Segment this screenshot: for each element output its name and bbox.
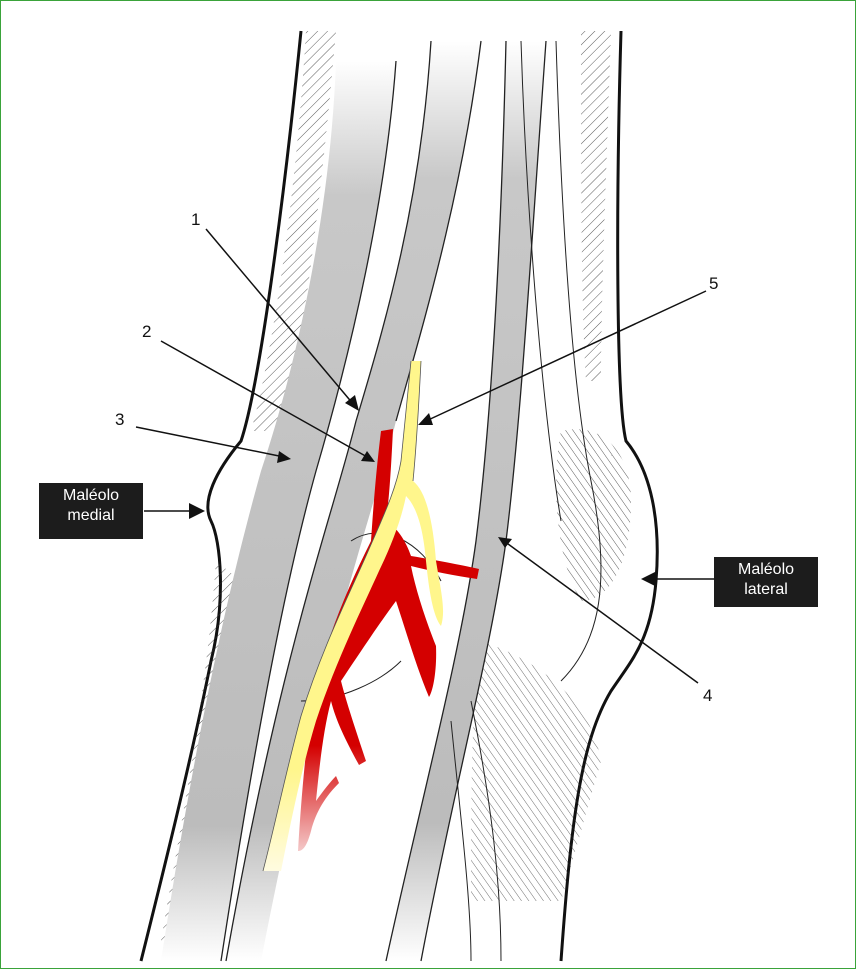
callout-lateral-malleolus: Maléolo lateral bbox=[714, 557, 818, 607]
callout-lateral-line1: Maléolo bbox=[720, 560, 812, 580]
callout-medial-line1: Maléolo bbox=[45, 486, 137, 506]
hatched-region-foot bbox=[471, 641, 601, 901]
label-4: 4 bbox=[703, 687, 712, 704]
hatched-region-lateral-upper bbox=[581, 31, 611, 381]
callout-medial-line2: medial bbox=[45, 506, 137, 526]
leader-line-3 bbox=[136, 427, 284, 457]
label-5: 5 bbox=[709, 275, 718, 292]
hatched-region-lateral-malleolus bbox=[556, 429, 631, 601]
arrowhead-5 bbox=[418, 413, 433, 425]
label-2: 2 bbox=[142, 323, 151, 340]
callout-medial-malleolus: Maléolo medial bbox=[39, 483, 143, 539]
label-3: 3 bbox=[115, 411, 124, 428]
leader-line-5 bbox=[426, 291, 706, 421]
arrowhead-lateral bbox=[641, 571, 657, 587]
label-1: 1 bbox=[191, 211, 200, 228]
arrowhead-medial bbox=[189, 503, 205, 519]
callout-lateral-line2: lateral bbox=[720, 580, 812, 600]
